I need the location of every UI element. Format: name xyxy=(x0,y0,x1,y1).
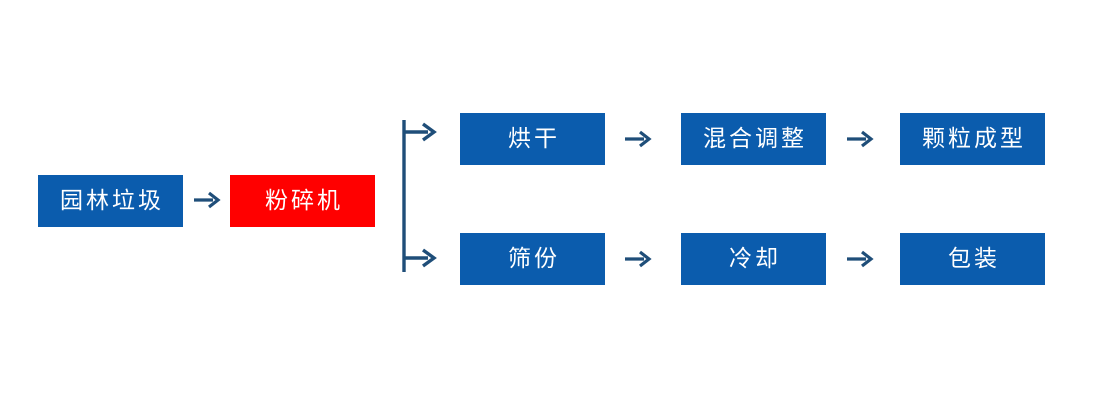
node-drying[interactable]: 烘干 xyxy=(460,113,605,165)
node-screening[interactable]: 筛份 xyxy=(460,233,605,285)
arrow-right-icon-top-2 xyxy=(844,124,878,154)
branch-split-connector xyxy=(398,112,444,280)
arrow-right-icon-bottom-1 xyxy=(622,244,656,274)
arrow-right-icon-top-1 xyxy=(622,124,656,154)
arrow-right-icon-input xyxy=(191,185,225,215)
node-crusher[interactable]: 粉碎机 xyxy=(230,175,375,227)
node-granulation[interactable]: 颗粒成型 xyxy=(900,113,1045,165)
node-mixing-adjustment[interactable]: 混合调整 xyxy=(681,113,826,165)
node-garden-waste[interactable]: 园林垃圾 xyxy=(38,175,183,227)
arrow-right-icon-bottom-2 xyxy=(844,244,878,274)
node-cooling[interactable]: 冷却 xyxy=(681,233,826,285)
node-packaging[interactable]: 包装 xyxy=(900,233,1045,285)
